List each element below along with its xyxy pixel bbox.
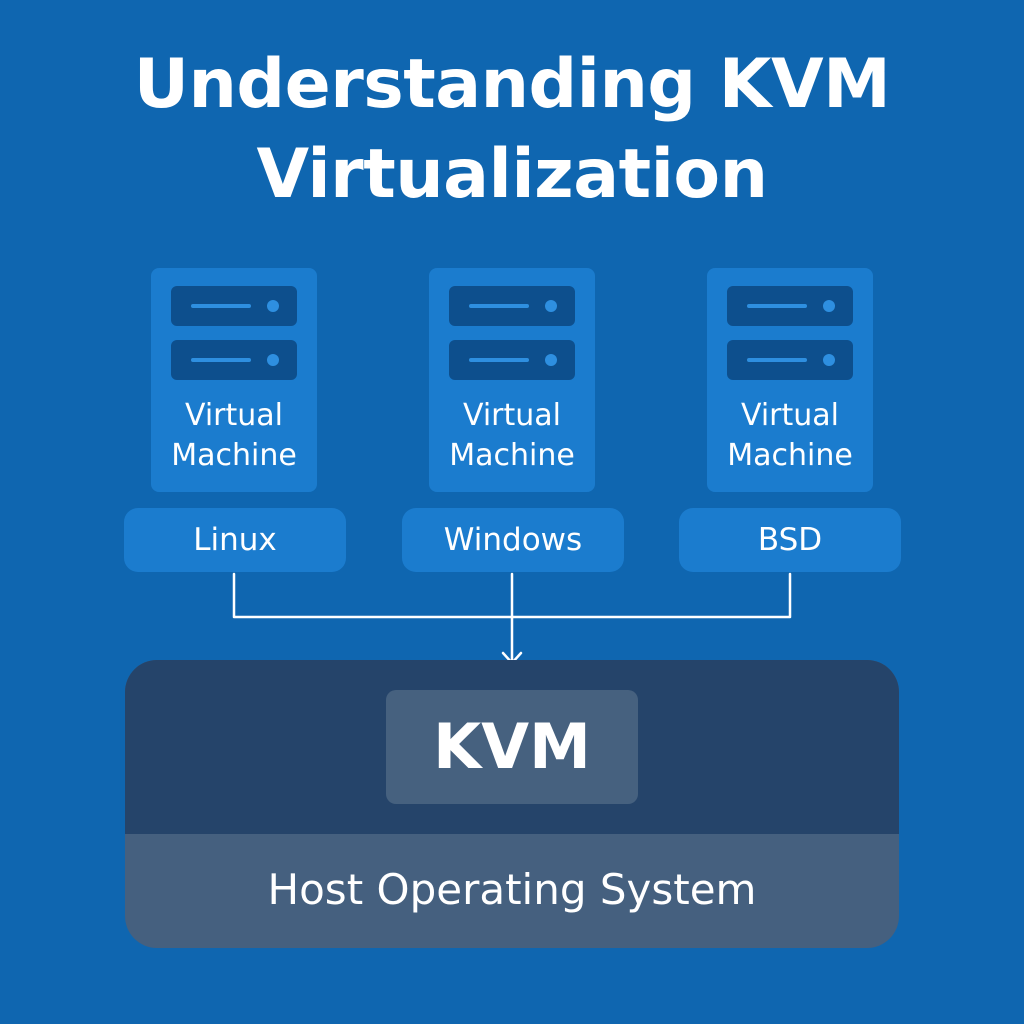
vm-card-windows: Virtual Machine <box>429 268 595 492</box>
host-os-label: Host Operating System <box>267 865 757 914</box>
hypervisor-layer: KVM <box>125 660 899 834</box>
vm-label-line-1: Virtual <box>462 398 562 433</box>
kvm-box: KVM <box>386 690 638 804</box>
title-line-2: Virtualization <box>256 135 768 214</box>
os-label-windows: Windows <box>402 508 624 572</box>
connector-bsd <box>510 572 792 619</box>
vm-label: Virtual Machine <box>707 396 873 476</box>
vm-label-line-2: Machine <box>727 438 853 473</box>
vm-label-line-1: Virtual <box>740 398 840 433</box>
os-label-bsd: BSD <box>679 508 901 572</box>
os-label-linux: Linux <box>124 508 346 572</box>
vm-label-line-1: Virtual <box>184 398 284 433</box>
host-stack: KVM Host Operating System <box>125 660 899 948</box>
server-slot-icon <box>449 340 575 380</box>
vm-label: Virtual Machine <box>429 396 595 476</box>
server-slot-icon <box>727 286 853 326</box>
server-slot-icon <box>449 286 575 326</box>
vm-label-line-2: Machine <box>449 438 575 473</box>
vm-card-linux: Virtual Machine <box>151 268 317 492</box>
server-slot-icon <box>727 340 853 380</box>
vm-label-line-2: Machine <box>171 438 297 473</box>
server-slot-icon <box>171 340 297 380</box>
title-line-1: Understanding KVM <box>133 45 891 124</box>
vm-card-bsd: Virtual Machine <box>707 268 873 492</box>
connector-linux <box>232 572 514 619</box>
diagram-title: Understanding KVM Virtualization <box>0 40 1024 220</box>
vm-label: Virtual Machine <box>151 396 317 476</box>
server-slot-icon <box>171 286 297 326</box>
